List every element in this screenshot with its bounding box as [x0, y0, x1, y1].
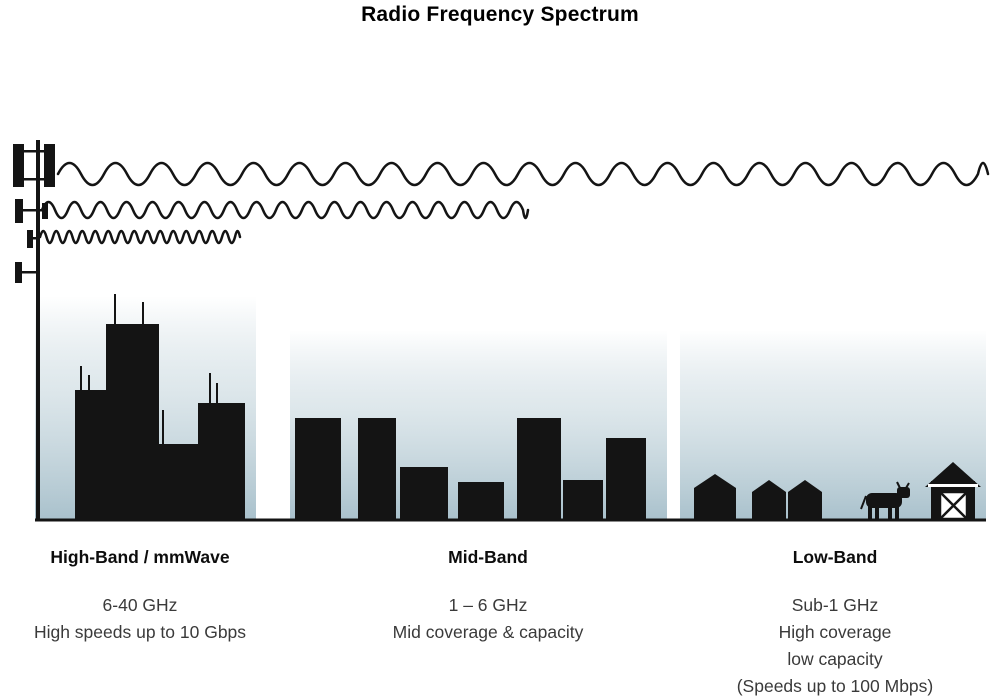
band-detail-line: (Speeds up to 100 Mbps) [736, 676, 934, 696]
house-icon [752, 480, 786, 520]
band-detail-line: High coverage [778, 622, 892, 642]
low-band-icons [860, 462, 981, 521]
building-silhouette [358, 418, 396, 520]
band-detail-line: High speeds up to 10 Gbps [33, 622, 247, 642]
building-silhouette [563, 480, 603, 520]
band-name: Mid-Band [448, 547, 528, 567]
band-detail-line: 6-40 GHz [102, 595, 178, 615]
cell-tower-icon [13, 140, 55, 520]
mid-frequency-wave [40, 200, 530, 220]
band-label-low-band: Low-Band Sub-1 GHz High coverage low cap… [685, 547, 985, 700]
building-silhouette [400, 467, 448, 520]
building-silhouette [75, 390, 111, 520]
band-detail-line: 1 – 6 GHz [448, 595, 528, 615]
cow-icon [860, 481, 910, 519]
house-icon [788, 480, 822, 520]
band-label-high-band: High-Band / mmWave 6-40 GHz High speeds … [30, 547, 250, 646]
high-frequency-short-wave [38, 229, 242, 245]
house-icon [694, 474, 736, 520]
barn-icon [925, 462, 981, 521]
building-silhouette [198, 403, 245, 520]
band-name: Low-Band [792, 547, 878, 567]
building-silhouette [106, 324, 159, 520]
spectrum-illustration [13, 140, 990, 522]
band-label-mid-band: Mid-Band 1 – 6 GHz Mid coverage & capaci… [338, 547, 638, 646]
diagram-title: Radio Frequency Spectrum [361, 3, 639, 26]
building-silhouette [159, 444, 198, 520]
band-name: High-Band / mmWave [50, 547, 230, 567]
low-frequency-long-wave [56, 161, 990, 187]
radio-waves [38, 161, 990, 245]
band-detail-line: Sub-1 GHz [791, 595, 879, 615]
building-silhouette [458, 482, 504, 520]
building-silhouettes [75, 294, 822, 520]
band-detail-line: low capacity [787, 649, 883, 669]
building-silhouette [517, 418, 561, 520]
building-silhouette [295, 418, 341, 520]
building-silhouette [606, 438, 646, 520]
band-detail-line: Mid coverage & capacity [392, 622, 584, 642]
